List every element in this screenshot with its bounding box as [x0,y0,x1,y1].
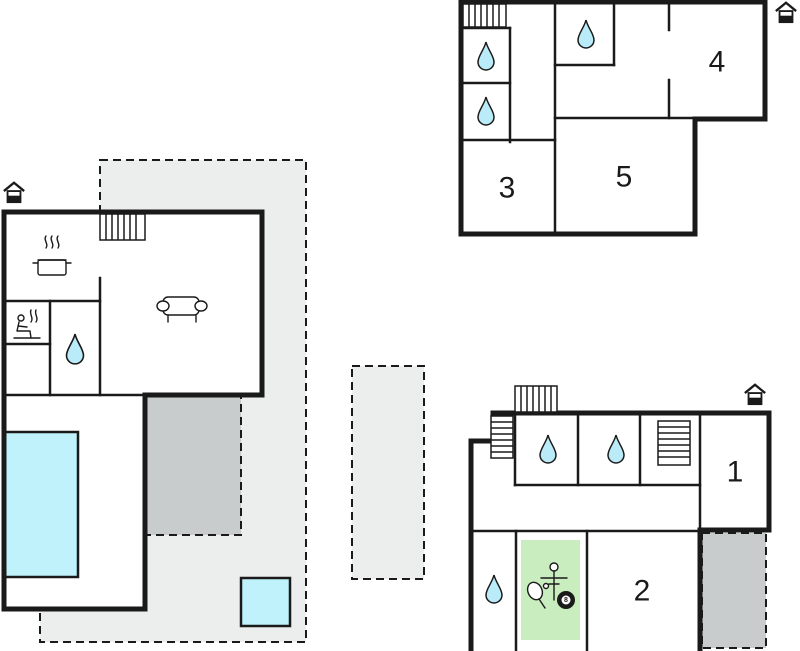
room-label-4: 4 [709,46,726,79]
interior-walls-annex [469,411,702,651]
swimming-pool [2,430,80,579]
sauna-icon [13,309,41,339]
hot-tub [239,576,292,628]
entrance-icon [2,181,26,204]
kitchen-icon [32,235,72,276]
entrance-icon [774,1,798,24]
billiard-ball-icon: 8 [557,591,575,609]
entrance-icon [743,383,767,406]
exterior-walls-annex [468,410,772,651]
staircase-icon [514,385,558,413]
ground-floor-annex: 8 1 2 [468,383,772,651]
covered-terrace [701,532,767,649]
staircase-icon [657,420,691,466]
staircase-icon [99,213,146,241]
room-label-1: 1 [727,456,744,489]
room-label-3: 3 [499,172,516,205]
upper-floor: 3 5 4 [458,0,798,237]
left-building [1,159,307,643]
covered-terrace [144,395,242,536]
interior-walls-upper [459,0,697,236]
room-label-5: 5 [616,161,633,194]
sofa-icon [156,296,208,323]
staircase-icon [490,415,514,459]
parking-area [351,365,425,580]
billiard-ball-label: 8 [564,597,568,604]
interior-walls [2,276,147,397]
table-tennis-icon [526,581,550,609]
staircase-icon [462,3,507,28]
table-football-icon [540,562,568,601]
room-label-2: 2 [634,575,651,608]
